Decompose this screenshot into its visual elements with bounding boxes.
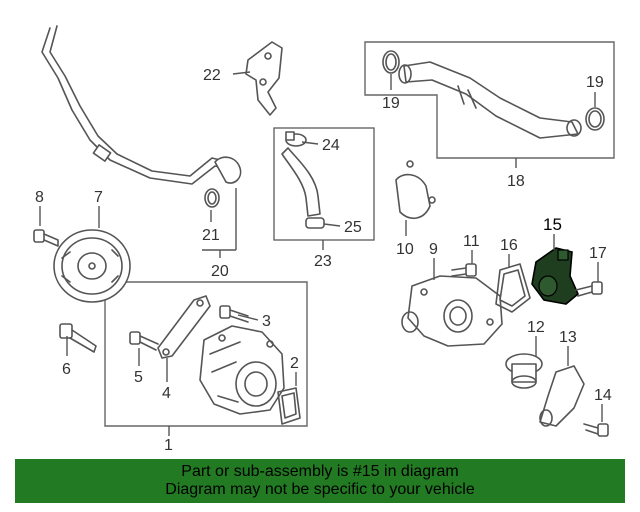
- part-11-bolt: [451, 263, 477, 277]
- callout-17: 17: [589, 245, 607, 262]
- part-14-bolt: [583, 423, 609, 437]
- part-19-o-ring-right: [585, 107, 605, 131]
- callout-7: 7: [94, 189, 103, 206]
- part-5-bolt: [129, 331, 159, 351]
- callout-6: 6: [62, 361, 71, 378]
- callout-23: 23: [314, 253, 332, 270]
- part-8-bolt: [33, 229, 59, 247]
- part-18-pipe: [398, 61, 582, 139]
- callout-9: 9: [429, 241, 438, 258]
- callout-21: 21: [202, 227, 220, 244]
- callout-4: 4: [162, 385, 171, 402]
- callout-22: 22: [203, 67, 221, 84]
- part-23-hose: [281, 147, 321, 217]
- part-4-plate: [157, 295, 211, 359]
- group-box-1: [104, 281, 308, 427]
- callout-11: 11: [463, 233, 480, 250]
- part-17-bolt: [575, 281, 603, 297]
- part-16-gasket: [495, 263, 531, 313]
- callout-12: 12: [527, 319, 545, 336]
- part-9-housing: [401, 275, 503, 347]
- callout-8: 8: [35, 189, 44, 206]
- callout-5: 5: [134, 369, 143, 386]
- callout-2: 2: [290, 355, 299, 372]
- callout-15-highlighted: 15: [543, 215, 562, 234]
- banner-line-1: Part or sub-assembly is #15 in diagram: [181, 463, 459, 480]
- callout-1: 1: [164, 437, 173, 454]
- callout-16: 16: [500, 237, 518, 254]
- callout-20: 20: [211, 263, 229, 280]
- group-box-23: [273, 127, 375, 241]
- part-13-outlet: [539, 365, 585, 427]
- part-10-gasket: [395, 160, 436, 219]
- part-22-bracket: [245, 41, 283, 116]
- part-6-bolt: [59, 323, 97, 353]
- callout-24: 24: [322, 137, 340, 154]
- part-12-thermostat: [505, 353, 543, 389]
- parts-diagram: 1 2 3 4 5 6 7 8 9 10 11 12 13 14 15 16 1…: [33, 25, 615, 454]
- callout-25: 25: [344, 219, 362, 236]
- callout-14: 14: [594, 387, 612, 404]
- callout-19-right: 19: [586, 74, 604, 91]
- callout-3: 3: [262, 313, 271, 330]
- part-7-pulley: [53, 229, 131, 303]
- part-19-o-ring-left: [382, 50, 400, 74]
- part-21-o-ring: [204, 188, 220, 208]
- callout-13: 13: [559, 329, 577, 346]
- part-24-clamp: [285, 131, 307, 147]
- part-3-bolt: [219, 305, 249, 323]
- callout-19-left: 19: [382, 95, 400, 112]
- part-2-gasket: [277, 387, 301, 425]
- part-1-water-pump: [199, 325, 285, 415]
- callout-10: 10: [396, 241, 414, 258]
- callout-18: 18: [507, 173, 525, 190]
- banner-line-2: Diagram may not be specific to your vehi…: [165, 481, 475, 498]
- info-banner: Part or sub-assembly is #15 in diagram D…: [15, 459, 625, 503]
- leader-lines: [39, 71, 603, 436]
- part-15-housing-highlighted: [531, 247, 579, 305]
- group-box-18: [364, 41, 615, 159]
- part-water-pipe: [41, 25, 242, 185]
- part-25-clamp: [305, 217, 325, 229]
